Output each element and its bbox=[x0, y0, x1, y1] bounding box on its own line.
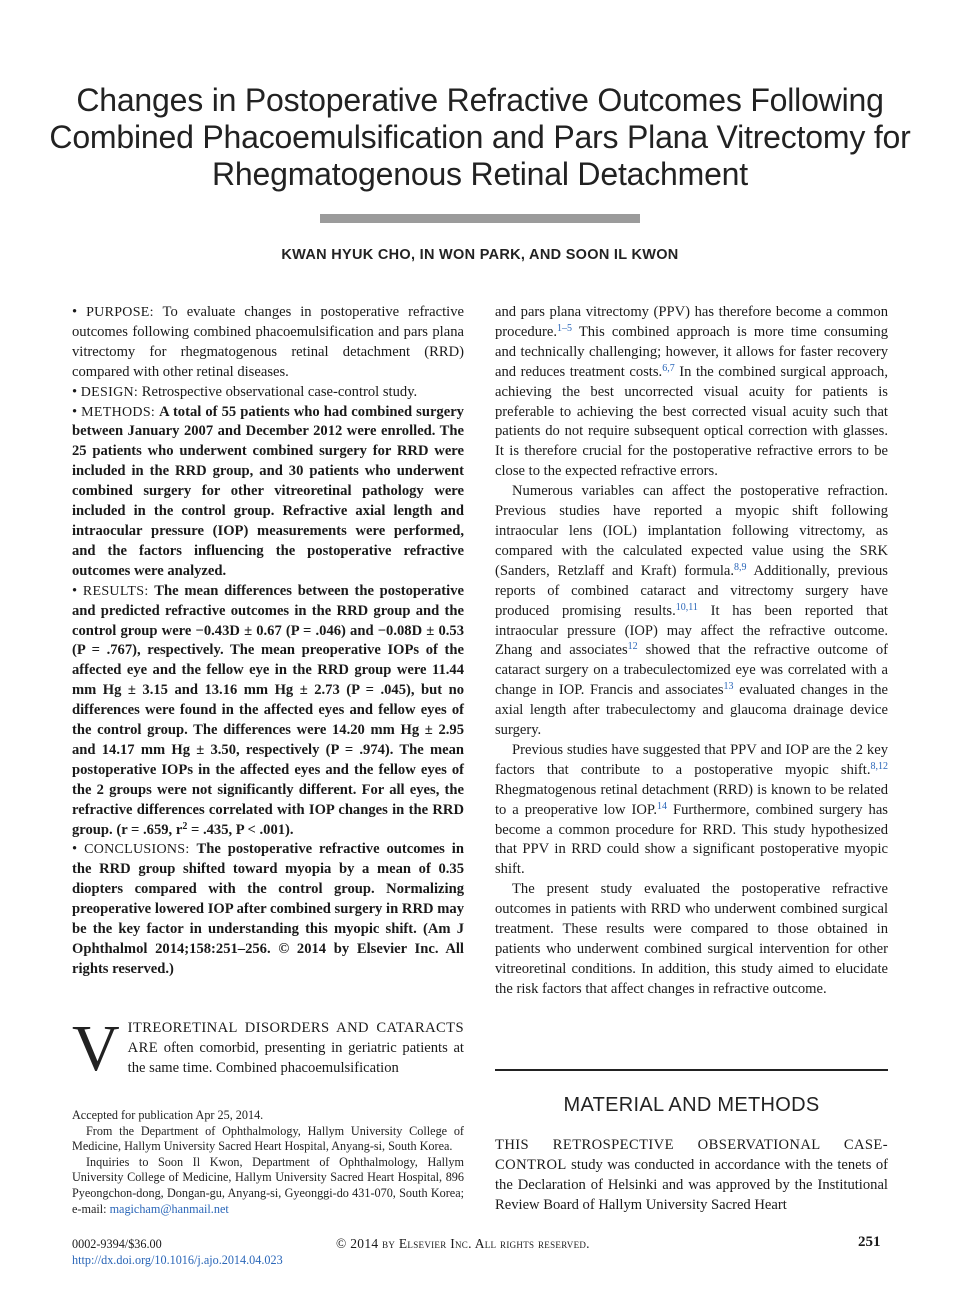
citation-link[interactable]: 1–5 bbox=[557, 322, 572, 334]
conclusions-text: The postoperative refractive outcomes in… bbox=[72, 841, 464, 977]
intro-text: often comorbid, presenting in geriatric … bbox=[127, 1039, 464, 1076]
paragraph-3: Previous studies have suggested that PPV… bbox=[495, 741, 888, 880]
title-divider bbox=[320, 214, 640, 223]
publication-notes: Accepted for publication Apr 25, 2014. F… bbox=[72, 1108, 464, 1217]
p2-text-d: showed that the refractive outcome of ca… bbox=[495, 642, 888, 699]
author-list: KWAN HYUK CHO, IN WON PARK, AND SOON IL … bbox=[281, 247, 679, 263]
drop-cap: V bbox=[72, 1012, 120, 1085]
paragraph-2: Numerous variables can affect the postop… bbox=[495, 482, 888, 741]
methods-body: THIS RETROSPECTIVE OBSERVATIONAL CASE-CO… bbox=[495, 1136, 888, 1216]
citation-link[interactable]: 10,11 bbox=[675, 601, 698, 613]
page-number: 251 bbox=[858, 1234, 881, 1250]
p2-text-e: evaluated changes in the axial length af… bbox=[495, 682, 888, 739]
citation-link[interactable]: 14 bbox=[657, 800, 668, 812]
methods-body-text: study was conducted in accordance with t… bbox=[495, 1156, 888, 1213]
abstract-methods: • METHODS: A total of 55 patients who ha… bbox=[72, 403, 464, 579]
p2-text-a: Numerous variables can affect the postop… bbox=[495, 483, 888, 579]
results-label: RESULTS: bbox=[82, 583, 149, 599]
abstract-purpose: • PURPOSE: To evaluate changes in postop… bbox=[72, 304, 465, 380]
doi-link[interactable]: http://dx.doi.org/10.1016/j.ajo.2014.04.… bbox=[72, 1252, 283, 1267]
citation-link[interactable]: 6,7 bbox=[662, 362, 675, 374]
p3-text-a: Previous studies have suggested that PPV… bbox=[495, 741, 888, 778]
p3-text-c: Furthermore, combined surgery has become… bbox=[495, 801, 888, 878]
issn-price: 0002-9394/$36.00 bbox=[72, 1237, 162, 1251]
citation-link[interactable]: 8,12 bbox=[870, 760, 889, 772]
abstract-conclusions: • CONCLUSIONS: The postoperative refract… bbox=[72, 841, 464, 977]
citation-link[interactable]: 8,9 bbox=[734, 561, 747, 573]
p1-text-b: This combined approach is more time cons… bbox=[495, 323, 888, 380]
article-title: Changes in Postoperative Refractive Outc… bbox=[49, 82, 911, 192]
conclusions-label: CONCLUSIONS: bbox=[84, 842, 190, 858]
intro-smallcaps: ITREORETINAL DISORDERS AND CATARACTS ARE bbox=[127, 1020, 464, 1056]
p3-text-b: Rhegmatogenous retinal detachment (RRD) … bbox=[495, 781, 888, 818]
inquiries-text: Inquiries to Soon Il Kwon, Department of… bbox=[72, 1154, 464, 1216]
inquiries-note: Inquiries to Soon Il Kwon, Department of… bbox=[72, 1155, 464, 1217]
footer-identifiers: 0002-9394/$36.00 http://dx.doi.org/10.10… bbox=[72, 1237, 283, 1268]
footer-copyright: © 2014 by Elsevier Inc. All rights reser… bbox=[336, 1236, 590, 1251]
methods-smallcaps: THIS RETROSPECTIVE OBSERVATIONAL CASE-CO… bbox=[495, 1137, 888, 1173]
citation-link[interactable]: 13 bbox=[723, 681, 734, 693]
results-text-end: = .435, P < .001). bbox=[187, 821, 294, 838]
p2-text-c: It has been reported that intraocular pr… bbox=[495, 602, 888, 659]
citation-link[interactable]: 12 bbox=[627, 641, 638, 653]
abstract-design: • DESIGN: Retrospective observational ca… bbox=[72, 383, 418, 400]
email-link[interactable]: magicham@hanmail.net bbox=[109, 1201, 229, 1216]
body-right-column: and pars plana vitrectomy (PPV) has ther… bbox=[495, 303, 888, 1000]
design-text: Retrospective observational case-control… bbox=[141, 383, 418, 400]
methods-label: METHODS: bbox=[81, 404, 156, 420]
results-superscript: 2 bbox=[182, 820, 188, 832]
purpose-text: To evaluate changes in postoperative ref… bbox=[72, 304, 465, 380]
results-text: The mean differences between the postope… bbox=[72, 582, 464, 838]
accepted-note: Accepted for publication Apr 25, 2014. bbox=[72, 1108, 264, 1122]
methods-text: A total of 55 patients who had combined … bbox=[72, 403, 464, 579]
purpose-label: PURPOSE: bbox=[86, 305, 154, 320]
abstract: • PURPOSE: To evaluate changes in postop… bbox=[72, 303, 464, 980]
paragraph-4: The present study evaluated the postoper… bbox=[495, 881, 888, 997]
abstract-results: • RESULTS: The mean differences between … bbox=[72, 582, 464, 838]
design-label: DESIGN: bbox=[80, 384, 139, 400]
section-divider bbox=[495, 1069, 888, 1071]
affiliation-note: From the Department of Ophthalmology, Ha… bbox=[72, 1123, 464, 1154]
paragraph-1: and pars plana vitrectomy (PPV) has ther… bbox=[495, 303, 888, 482]
p2-text-b: Additionally, previous reports of combin… bbox=[495, 562, 888, 619]
section-heading: MATERIAL AND METHODS bbox=[563, 1094, 820, 1116]
p1-text-a: and pars plana vitrectomy (PPV) has ther… bbox=[495, 304, 888, 340]
p1-text-c: In the combined surgical approach, achie… bbox=[495, 363, 888, 480]
